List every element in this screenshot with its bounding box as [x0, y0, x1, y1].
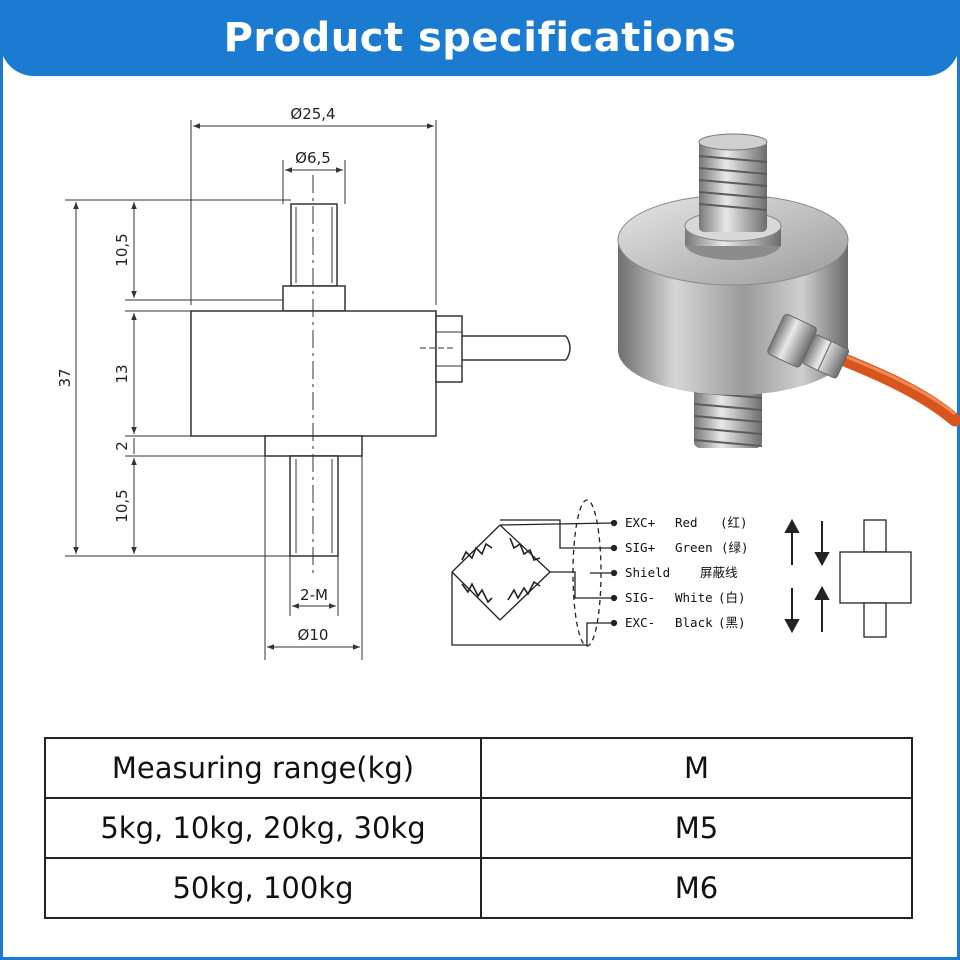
- dimension-lines: [65, 120, 437, 660]
- wire-color-cn: (绿): [721, 540, 749, 555]
- dim-bottom-stud-length: 10,5: [113, 489, 131, 522]
- dim-top-stud-length: 10,5: [113, 233, 131, 266]
- wire-color: Green: [675, 540, 713, 555]
- table-cell: M5: [480, 797, 913, 859]
- technical-drawing: Ø25,4 Ø6,5 37 10,5 13 2 10,5 2-M Ø10: [56, 105, 960, 660]
- header-banner: Product specifications: [0, 0, 960, 76]
- wire-color-cn: (白): [718, 590, 746, 605]
- page-title: Product specifications: [223, 15, 737, 61]
- sensor-symbol-icon: [839, 519, 912, 638]
- wire-signal: SIG+: [625, 540, 655, 555]
- dim-collar-diameter: Ø10: [298, 626, 329, 644]
- dimension-labels: Ø25,4 Ø6,5 37 10,5 13 2 10,5 2-M Ø10: [56, 105, 336, 644]
- spec-table: Measuring range(kg) M 5kg, 10kg, 20kg, 3…: [44, 737, 913, 919]
- dim-total-height: 37: [56, 368, 74, 387]
- table-cell: 5kg, 10kg, 20kg, 30kg: [44, 797, 482, 859]
- dim-body-height: 13: [113, 364, 131, 383]
- wiring-labels: EXC+ Red (红) SIG+ Green (绿) Shield 屏蔽线 S…: [625, 515, 749, 630]
- wire-signal: EXC+: [625, 515, 655, 530]
- load-direction-icon: [784, 518, 830, 634]
- wire-color: Black: [675, 615, 713, 630]
- wire-color-cn: 屏蔽线: [700, 565, 738, 580]
- wire-color: Red: [675, 515, 698, 530]
- table-header-cell: Measuring range(kg): [44, 737, 482, 799]
- dim-collar-height: 2: [113, 441, 131, 451]
- table-row: 50kg, 100kg M6: [44, 857, 913, 919]
- wire-color-cn: (红): [720, 515, 748, 530]
- dim-stud-diameter: Ø6,5: [295, 149, 331, 167]
- product-photo: [617, 133, 960, 448]
- dim-body-diameter: Ø25,4: [290, 105, 335, 123]
- table-header-row: Measuring range(kg) M: [44, 737, 913, 799]
- table-header-cell: M: [480, 737, 913, 799]
- sensor-outline-drawing: [190, 175, 571, 575]
- table-cell: 50kg, 100kg: [44, 857, 482, 919]
- wire-signal: SIG-: [625, 590, 655, 605]
- wire-color-cn: (黑): [718, 615, 746, 630]
- dim-thread: 2-M: [300, 586, 328, 604]
- wire-color: White: [675, 590, 713, 605]
- table-row: 5kg, 10kg, 20kg, 30kg M5: [44, 797, 913, 859]
- table-cell: M6: [480, 857, 913, 919]
- wiring-bridge-diagram: [451, 499, 618, 647]
- wire-signal: EXC-: [625, 615, 655, 630]
- wire-signal: Shield: [625, 565, 670, 580]
